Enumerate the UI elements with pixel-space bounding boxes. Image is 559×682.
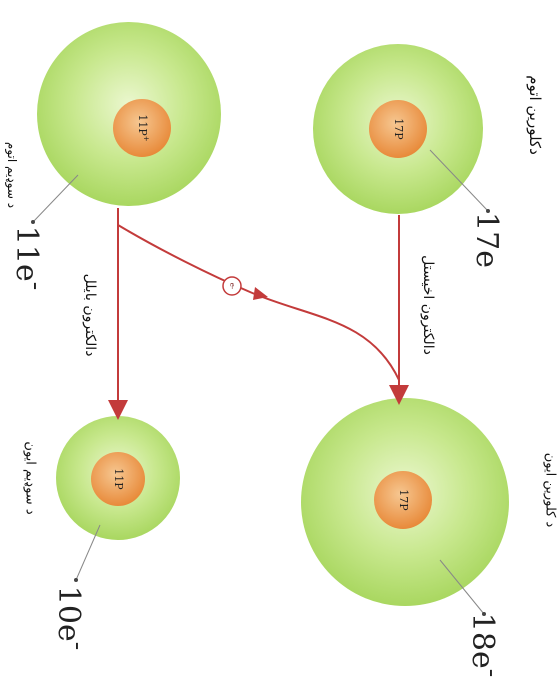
sodium-ion-leader	[76, 525, 100, 580]
electron-marker: e-	[223, 277, 241, 295]
sodium-ion-electron-count: 10e-	[51, 586, 93, 650]
electron-transfer-curve	[118, 225, 399, 380]
gain-arrow-label: دالکترون اخيستل	[420, 255, 436, 355]
sodium-atom-label: د سوډيم اتوم	[5, 142, 19, 208]
sodium-atom-leader	[33, 175, 78, 222]
chlorine-atom-nucleus-label: 17P	[392, 118, 405, 140]
chlorine-ion: 17P	[301, 398, 509, 616]
chlorine-ion-electron-count: 18e-	[465, 613, 507, 677]
chlorine-ion-label: د کلورين ايون	[543, 453, 558, 528]
sodium-ion-label: د سوډيم ايون	[23, 441, 38, 514]
sodium-ion-electron-dot	[74, 578, 78, 582]
loss-arrow-label: دالکترون بايلل	[82, 274, 98, 357]
electron-label: e-	[228, 283, 236, 290]
chlorine-atom: 17P	[313, 44, 490, 214]
sodium-ion-nucleus-label: 11P	[112, 468, 125, 490]
sodium-ion: 11P	[56, 416, 180, 582]
chlorine-ion-nucleus-label: 17P	[397, 489, 410, 511]
sodium-atom: 11P+	[31, 22, 221, 224]
chlorine-atom-electron-count: 17e	[469, 212, 511, 268]
chlorine-atom-label: دکلورين اتوم	[526, 75, 544, 155]
sodium-atom-electron-dot	[31, 220, 35, 224]
sodium-atom-electron-count: 11e-	[9, 226, 51, 290]
